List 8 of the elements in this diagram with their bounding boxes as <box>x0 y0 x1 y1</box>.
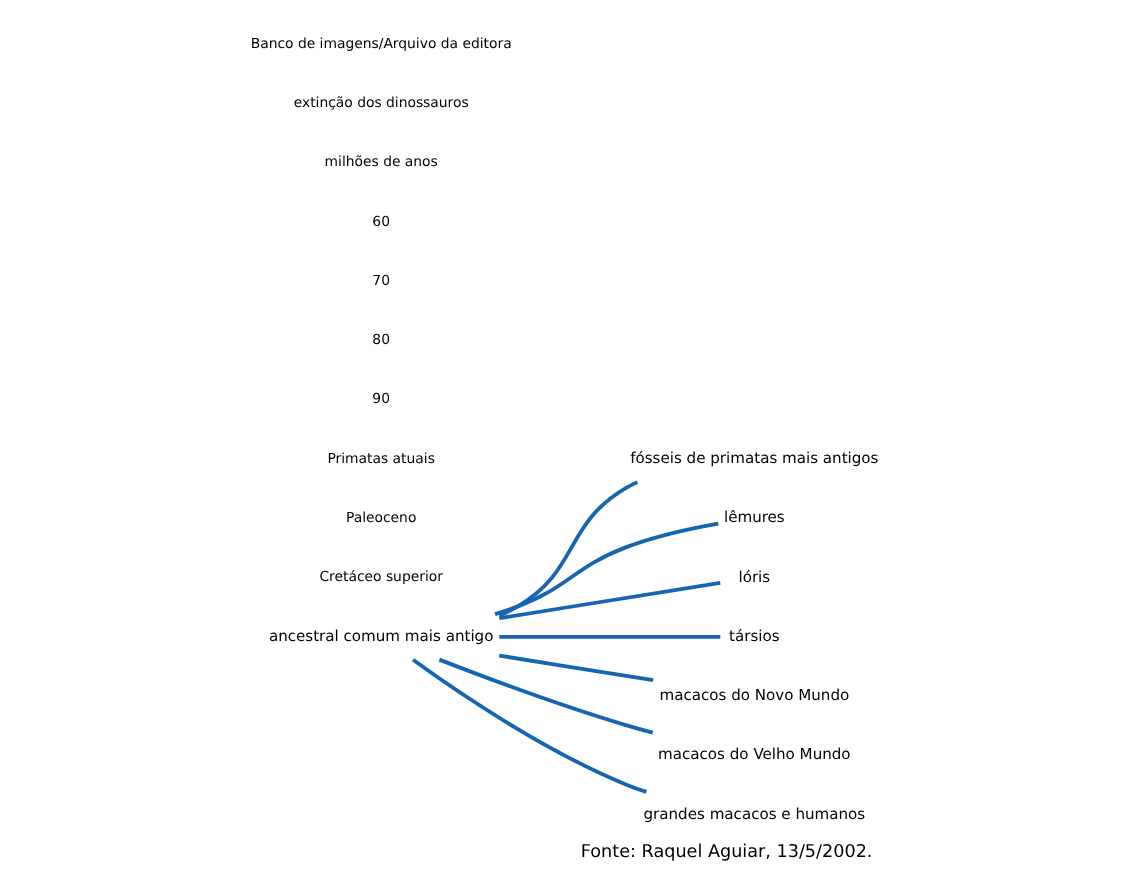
connector <box>410 658 646 794</box>
connector <box>497 480 638 618</box>
connector <box>437 657 653 735</box>
connector <box>498 635 720 639</box>
caption: Fonte: Raquel Aguiar, 13/5/2002. <box>579 842 872 863</box>
connector <box>497 581 720 621</box>
connector <box>497 653 653 682</box>
connector <box>493 521 718 616</box>
